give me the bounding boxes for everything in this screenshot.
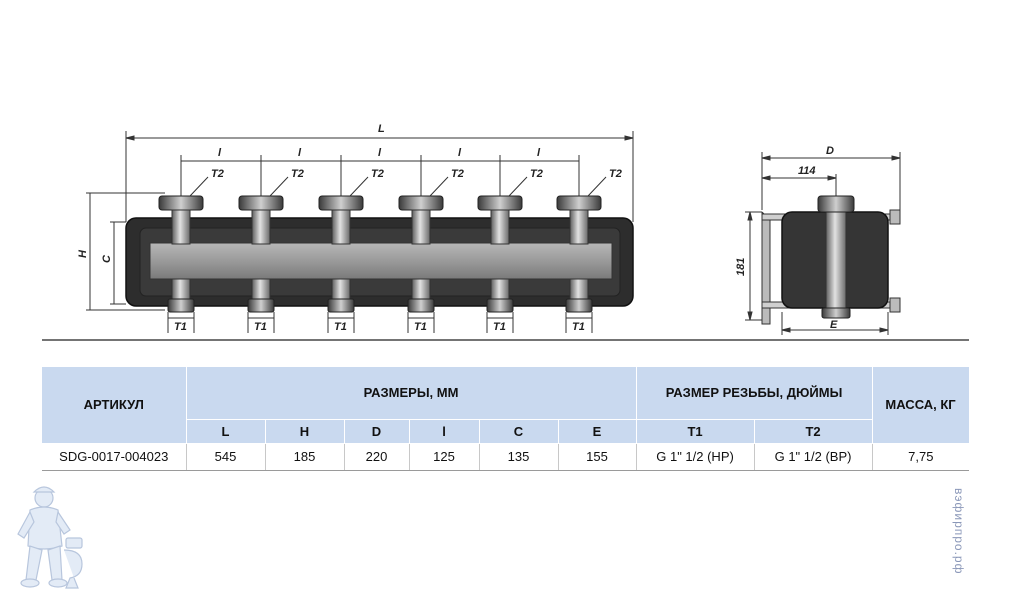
side-view: [745, 152, 901, 335]
cell-H: 185: [265, 443, 345, 471]
label-T1-5: T1: [493, 321, 506, 333]
cell-mass: 7,75: [872, 443, 970, 471]
spec-table: АРТИКУЛ РАЗМЕРЫ, ММ РАЗМЕР РЕЗЬБЫ, ДЮЙМЫ…: [42, 367, 970, 471]
label-T1-3: T1: [334, 321, 347, 333]
label-T2-6: T2: [609, 168, 622, 180]
label-E: E: [830, 319, 838, 331]
label-T2-5: T2: [530, 168, 543, 180]
label-T2-2: T2: [291, 168, 304, 180]
front-view: [86, 131, 634, 311]
label-H: H: [77, 249, 89, 258]
subheader-L: L: [186, 419, 266, 444]
technical-drawing: L l l l l l T2 T2 T2 T2 T2 T2 T1 T1 T1 T…: [42, 123, 969, 341]
header-mass: МАССА, КГ: [872, 367, 970, 444]
cell-E: 155: [558, 443, 637, 471]
label-T2-3: T2: [371, 168, 384, 180]
cell-T2: G 1" 1/2 (ВР): [754, 443, 873, 471]
label-T1-1: T1: [174, 321, 187, 333]
label-l-1: l: [218, 147, 222, 159]
header-dimensions: РАЗМЕРЫ, ММ: [186, 367, 637, 420]
cell-l: 125: [409, 443, 480, 471]
label-C: C: [101, 254, 113, 263]
plumber-mascot-icon: [17, 486, 83, 589]
cell-C: 135: [479, 443, 559, 471]
label-181: 181: [735, 258, 747, 276]
header-article: АРТИКУЛ: [42, 367, 187, 444]
label-T2-1: T2: [211, 168, 224, 180]
label-D: D: [826, 145, 834, 157]
header-thread: РАЗМЕР РЕЗЬБЫ, ДЮЙМЫ: [636, 367, 873, 420]
subheader-D: D: [344, 419, 410, 444]
label-T1-2: T1: [254, 321, 267, 333]
label-l-5: l: [537, 147, 541, 159]
watermark: вэфирпро.рф: [952, 488, 966, 575]
label-L: L: [378, 123, 385, 135]
subheader-T1: T1: [636, 419, 755, 444]
port-column: [158, 195, 602, 313]
label-l-3: l: [378, 147, 382, 159]
subheader-C: C: [479, 419, 559, 444]
subheader-T2: T2: [754, 419, 873, 444]
label-T2-4: T2: [451, 168, 464, 180]
subheader-l: l: [409, 419, 480, 444]
label-l-2: l: [298, 147, 302, 159]
cell-T1: G 1" 1/2 (НР): [636, 443, 755, 471]
manifold-bar: [149, 242, 613, 280]
cell-D: 220: [344, 443, 410, 471]
cell-article: SDG-0017-004023: [42, 443, 187, 471]
label-T1-4: T1: [414, 321, 427, 333]
table-row: SDG-0017-004023 545 185 220 125 135 155 …: [42, 443, 970, 471]
subheader-E: E: [558, 419, 637, 444]
cell-L: 545: [186, 443, 266, 471]
subheader-H: H: [265, 419, 345, 444]
label-T1-6: T1: [572, 321, 585, 333]
label-l-4: l: [458, 147, 462, 159]
label-114: 114: [798, 165, 816, 177]
